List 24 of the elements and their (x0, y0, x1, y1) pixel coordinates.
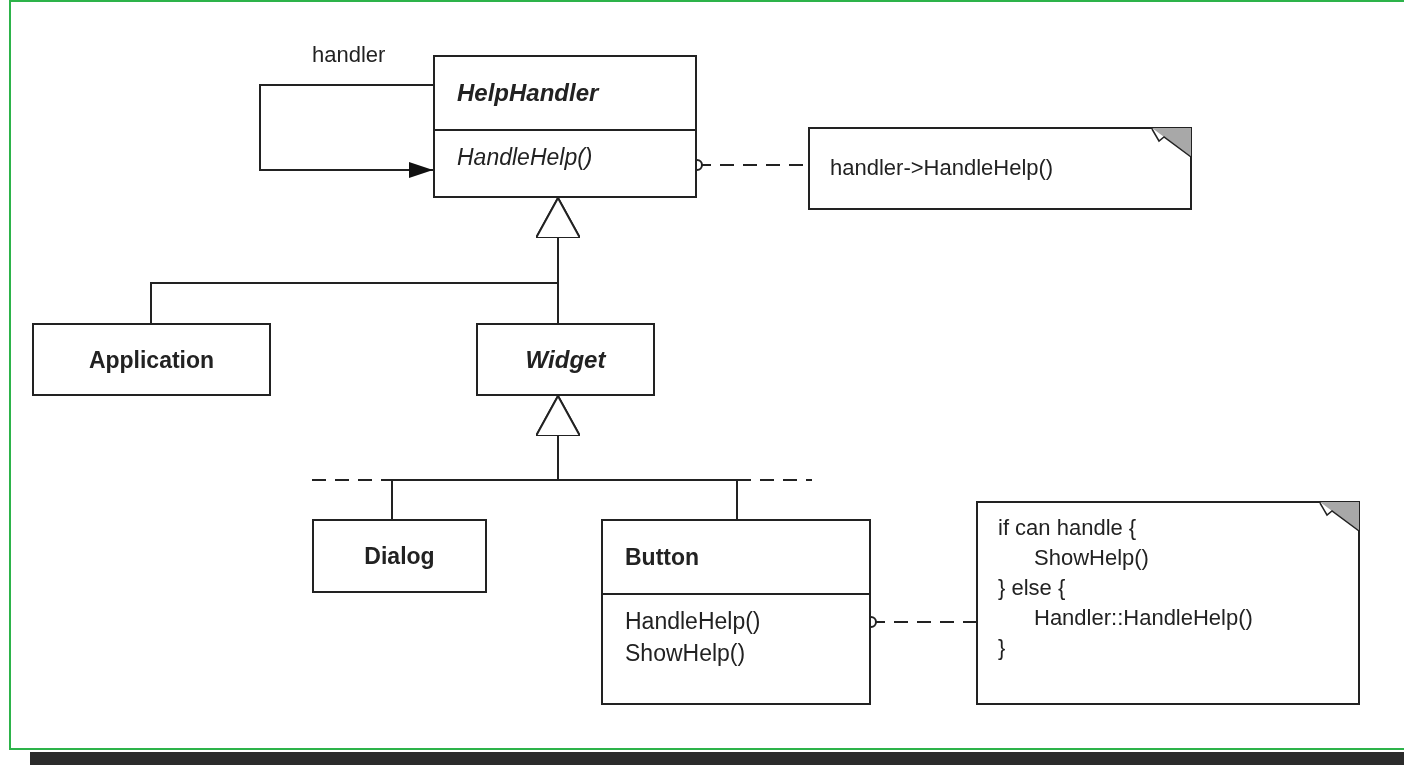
class-box (32, 323, 271, 396)
class-box (476, 323, 655, 396)
class-box (433, 55, 697, 198)
operation-name: ShowHelp() (625, 639, 746, 667)
note-text: ShowHelp() (1034, 545, 1149, 571)
note-text: } (998, 635, 1006, 661)
inheritance-arrow (535, 197, 581, 324)
class-name: Button (625, 543, 700, 571)
note-text: handler->HandleHelp() (830, 154, 1054, 181)
note-box (808, 127, 1192, 210)
note-text: if can handle { (998, 515, 1137, 541)
class-box (601, 519, 871, 705)
class-box (312, 519, 487, 593)
inheritance-arrow (535, 395, 738, 520)
note-text: Handler::HandleHelp() (1034, 605, 1253, 631)
association-arrow (259, 84, 434, 178)
operation-name: HandleHelp() (625, 607, 761, 635)
note-box (976, 501, 1360, 705)
note-text: } else { (998, 575, 1066, 601)
operation-name: HandleHelp() (457, 143, 593, 171)
class-name: Widget (524, 345, 608, 374)
class-name: HelpHandler (457, 79, 599, 107)
class-name: Dialog (363, 542, 436, 570)
class-name: Application (87, 345, 216, 374)
